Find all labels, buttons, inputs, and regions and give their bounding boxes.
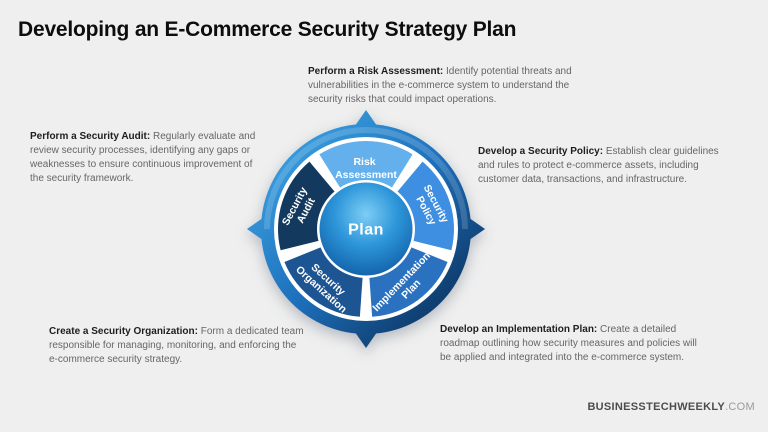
security-audit-body: Regularly evaluate and review security p… bbox=[30, 131, 256, 184]
risk-assessment-lead: Perform a Risk Assessment: bbox=[308, 66, 444, 77]
center-plan-label: Plan bbox=[348, 222, 384, 239]
security-policy-lead: Develop a Security Policy: bbox=[478, 146, 604, 157]
text-block-security-audit: Perform a Security Audit: Regularly eval… bbox=[30, 130, 266, 186]
label-risk-assessment: Risk Assessment bbox=[335, 156, 397, 181]
cycle-diagram-svg: Risk Assessment Security Policy Implemen… bbox=[247, 110, 485, 348]
text-block-risk-assessment: Perform a Risk Assessment: Identify pote… bbox=[308, 65, 598, 107]
text-block-security-organization: Create a Security Organization: Form a d… bbox=[49, 325, 307, 367]
text-block-security-policy: Develop a Security Policy: Establish cle… bbox=[478, 145, 724, 187]
implementation-plan-lead: Develop an Implementation Plan: bbox=[440, 324, 598, 335]
security-organization-body: Form a dedicated team responsible for ma… bbox=[49, 326, 304, 365]
segment-security-policy bbox=[397, 161, 455, 251]
security-policy-body: Establish clear guidelines and rules to … bbox=[478, 146, 719, 185]
risk-assessment-body: Identify potential threats and vulnerabi… bbox=[308, 66, 572, 105]
brand-name: BUSINESSTECHWEEKLY bbox=[587, 401, 726, 413]
center-sphere bbox=[319, 182, 413, 276]
page-title: Developing an E-Commerce Security Strate… bbox=[18, 18, 517, 41]
segment-risk-assessment bbox=[319, 141, 413, 188]
ring-gloss-highlight bbox=[264, 127, 468, 230]
brand-footer: BUSINESSTECHWEEKLY.COM bbox=[587, 401, 755, 413]
segment-implementation-plan bbox=[369, 247, 448, 317]
security-organization-lead: Create a Security Organization: bbox=[49, 326, 198, 337]
security-audit-lead: Perform a Security Audit: bbox=[30, 131, 151, 142]
segment-security-audit bbox=[277, 161, 335, 251]
implementation-plan-body: Create a detailed roadmap outlining how … bbox=[440, 324, 697, 363]
security-cycle-diagram: Risk Assessment Security Policy Implemen… bbox=[241, 104, 491, 354]
brand-domain-suffix: .COM bbox=[725, 401, 755, 413]
text-block-implementation-plan: Develop an Implementation Plan: Create a… bbox=[440, 323, 700, 365]
segment-security-organization bbox=[284, 247, 363, 317]
